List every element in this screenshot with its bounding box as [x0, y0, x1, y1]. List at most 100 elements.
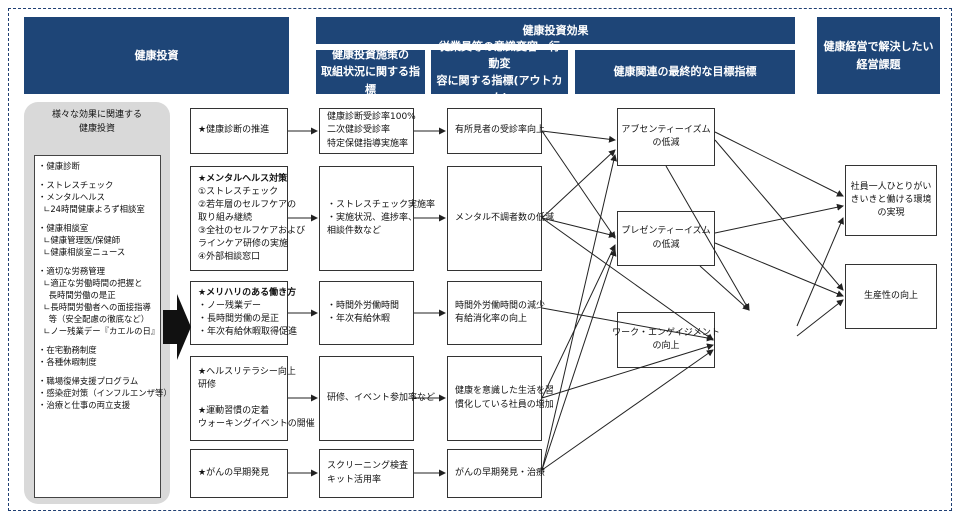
goal-box: プレゼンティーイズムの低減: [617, 211, 715, 266]
investment-list-item: ∟ノー残業デー『カエルの日』: [38, 326, 160, 337]
business-issue-box: 社員一人ひとりがいきいきと働ける環境の実現: [845, 165, 937, 236]
outcome-indicator-box-text: がんの早期発見・治療: [455, 467, 546, 478]
outcome-indicator-box-text: 健康を意識した生活を習: [455, 386, 555, 397]
diagram-frame: [8, 8, 952, 511]
initiative-indicator-box-text: ・年次有給休暇: [327, 314, 391, 324]
investment-list-item: ∟長時間労働者への面接指導: [38, 302, 151, 313]
outcome-indicator-box: 有所見者の受診率向上: [447, 108, 546, 154]
connector-arrow: [714, 242, 844, 297]
connector-arrow: [541, 154, 618, 471]
goal-box-text: の低減: [652, 138, 680, 148]
initiative-indicator-box-text: スクリーニング検査: [327, 461, 409, 472]
connector-arrow: [714, 203, 844, 234]
connector-arrow: [541, 307, 714, 342]
initiative-indicator-box-text: 相談件数など: [327, 226, 382, 237]
investment-list-item: 等（安全配慮の徹底など）: [38, 314, 150, 325]
header-outcome-indicator: 従業員等の意識変容・行動変 容に関する指標(アウトカム): [431, 40, 568, 104]
investment-list-item: ∟24時間健康よろず相談室: [38, 204, 145, 215]
investment-box: ★健康診断の推進: [190, 108, 288, 154]
investment-list-item: ・メンタルヘルス: [38, 192, 105, 203]
connector-arrow: [714, 131, 844, 197]
initiative-indicator-box-text: ・実施状況、進捗率、: [327, 212, 418, 223]
investment-list-item: ・適切な労務管理: [38, 266, 105, 277]
investment-box-text: ★メリハリのある働き方: [198, 287, 297, 298]
outcome-indicator-box: メンタル不調者数の低減: [447, 166, 554, 271]
connector-arrow: [541, 149, 616, 219]
business-issue-box-text: きいきと働ける環境: [850, 194, 932, 205]
connector-arrow: [699, 265, 750, 311]
outcome-indicator-box-text: 有所見者の受診率向上: [455, 125, 546, 136]
goal-box-text: プレゼンティーイズム: [621, 226, 711, 237]
connector-arrow: [541, 217, 616, 238]
investment-list: ・健康診断・ストレスチェック・メンタルヘルス ∟24時間健康よろず相談室・健康相…: [34, 155, 172, 498]
initiative-indicator-box-text: ・ストレスチェック実施率: [327, 199, 436, 210]
investment-box-text: ★健康診断の推進: [198, 125, 270, 136]
investment-list-item: ・健康相談室: [38, 223, 89, 234]
connector-arrow: [541, 130, 616, 143]
outcome-indicator-box: 時間外労働時間の減少有給消化率の向上: [447, 281, 546, 345]
connector-arrow: [541, 217, 714, 341]
investment-list-item: ∟適正な労働時間の把握と: [38, 278, 143, 289]
initiative-indicator-box-text: 二次健診受診率: [327, 125, 391, 136]
outcome-indicator-box-text: 時間外労働時間の減少: [455, 300, 546, 311]
header-business-issue: 健康経営で解決したい 経営課題: [817, 17, 940, 94]
investment-list-item: ∟健康相談室ニュース: [38, 247, 126, 258]
connector-arrow: [541, 349, 714, 471]
investment-box-text: ①ストレスチェック: [198, 186, 279, 197]
initiative-indicator-box-text: 健康診断受診率100%: [327, 112, 416, 123]
investment-box-text: 取り組み継続: [198, 212, 253, 223]
goal-box: アブセンティーイズムの低減: [617, 108, 715, 166]
connector-arrow: [541, 249, 617, 471]
investment-panel-title: 様々な効果に関連する 健康投資: [51, 110, 142, 135]
investment-box-text: ・長時間労働の是正: [198, 314, 280, 324]
big-arrow-icon: [163, 294, 191, 360]
business-issue-box-text: 生産性の向上: [863, 290, 918, 301]
business-issue-box-text: 社員一人ひとりがい: [850, 181, 932, 192]
outcome-indicator-box: がんの早期発見・治療: [447, 449, 546, 498]
connector-arrow: [541, 343, 714, 399]
investment-box-text: ★ヘルスリテラシー向上: [198, 366, 296, 377]
investment-box-text: ②若年層のセルフケアの: [198, 199, 297, 210]
connector-arrow: [796, 217, 844, 327]
goal-box-text: の向上: [652, 341, 680, 351]
initiative-indicator-box: 健康診断受診率100%二次健診受診率特定保健指導実施率: [319, 108, 416, 154]
initiative-indicator-box-text: ・時間外労働時間: [327, 300, 400, 311]
outcome-indicator-box-text: 慣化している社員の増加: [455, 399, 554, 410]
header-investment: 健康投資: [24, 17, 289, 94]
goal-box-text: の低減: [652, 239, 680, 250]
investment-list-item: ・ストレスチェック: [38, 180, 114, 191]
investment-list-item: 長時間労働の是正: [38, 290, 116, 301]
investment-box-text: ウォーキングイベントの開催: [198, 419, 315, 430]
investment-box-text: ★がんの早期発見: [198, 467, 270, 478]
investment-list-item: ∟健康管理医/保健師: [38, 235, 121, 246]
business-issue-box: 生産性の向上: [845, 264, 937, 329]
goal-box-text: ワーク・エンゲイジメント: [612, 327, 720, 338]
investment-box-text: ★メンタルヘルス対策: [198, 173, 288, 184]
outcome-indicator-box-text: 有給消化率の向上: [455, 314, 528, 324]
initiative-indicator-box: ・ストレスチェック実施率・実施状況、進捗率、 相談件数など: [319, 166, 436, 271]
outcome-indicator-box: 健康を意識した生活を習慣化している社員の増加: [447, 356, 555, 441]
initiative-indicator-box: スクリーニング検査キット活用率: [319, 449, 414, 498]
investment-box-text: 研修: [198, 379, 217, 390]
header-goal-indicator: 健康関連の最終的な目標指標: [575, 50, 795, 94]
investment-box: ★メリハリのある働き方・ノー残業デー・長時間労働の是正・年次有給休暇取得促進: [190, 281, 298, 345]
investment-list-item: ・各種休暇制度: [38, 357, 97, 368]
investment-list-item: ・感染症対策（インフルエンザ等）: [38, 388, 172, 399]
connector-arrow: [541, 244, 616, 399]
goal-box: ワーク・エンゲイジメントの向上: [612, 312, 720, 368]
investment-box-text: ・年次有給休暇取得促進: [198, 327, 298, 338]
investment-box-text: ④外部相談窓口: [198, 252, 261, 263]
initiative-indicator-box-text: 研修、イベント参加率など: [327, 392, 436, 403]
initiative-indicator-box: ・時間外労働時間・年次有給休暇: [319, 281, 414, 345]
header-initiative-indicator: 健康投資施策の 取組状況に関する指標: [316, 48, 425, 96]
connector-arrow: [796, 299, 844, 337]
investment-box-text: ・ノー残業デー: [198, 300, 262, 311]
investment-list-item: ・健康診断: [38, 161, 80, 171]
initiative-indicator-box-text: キット活用率: [327, 474, 382, 485]
goal-box-text: アブセンティーイズム: [621, 124, 711, 135]
investment-box-text: ラインケア研修の実施: [198, 239, 289, 250]
connector-arrow: [714, 139, 844, 291]
investment-list-item: ・治療と仕事の両立支援: [38, 400, 131, 411]
